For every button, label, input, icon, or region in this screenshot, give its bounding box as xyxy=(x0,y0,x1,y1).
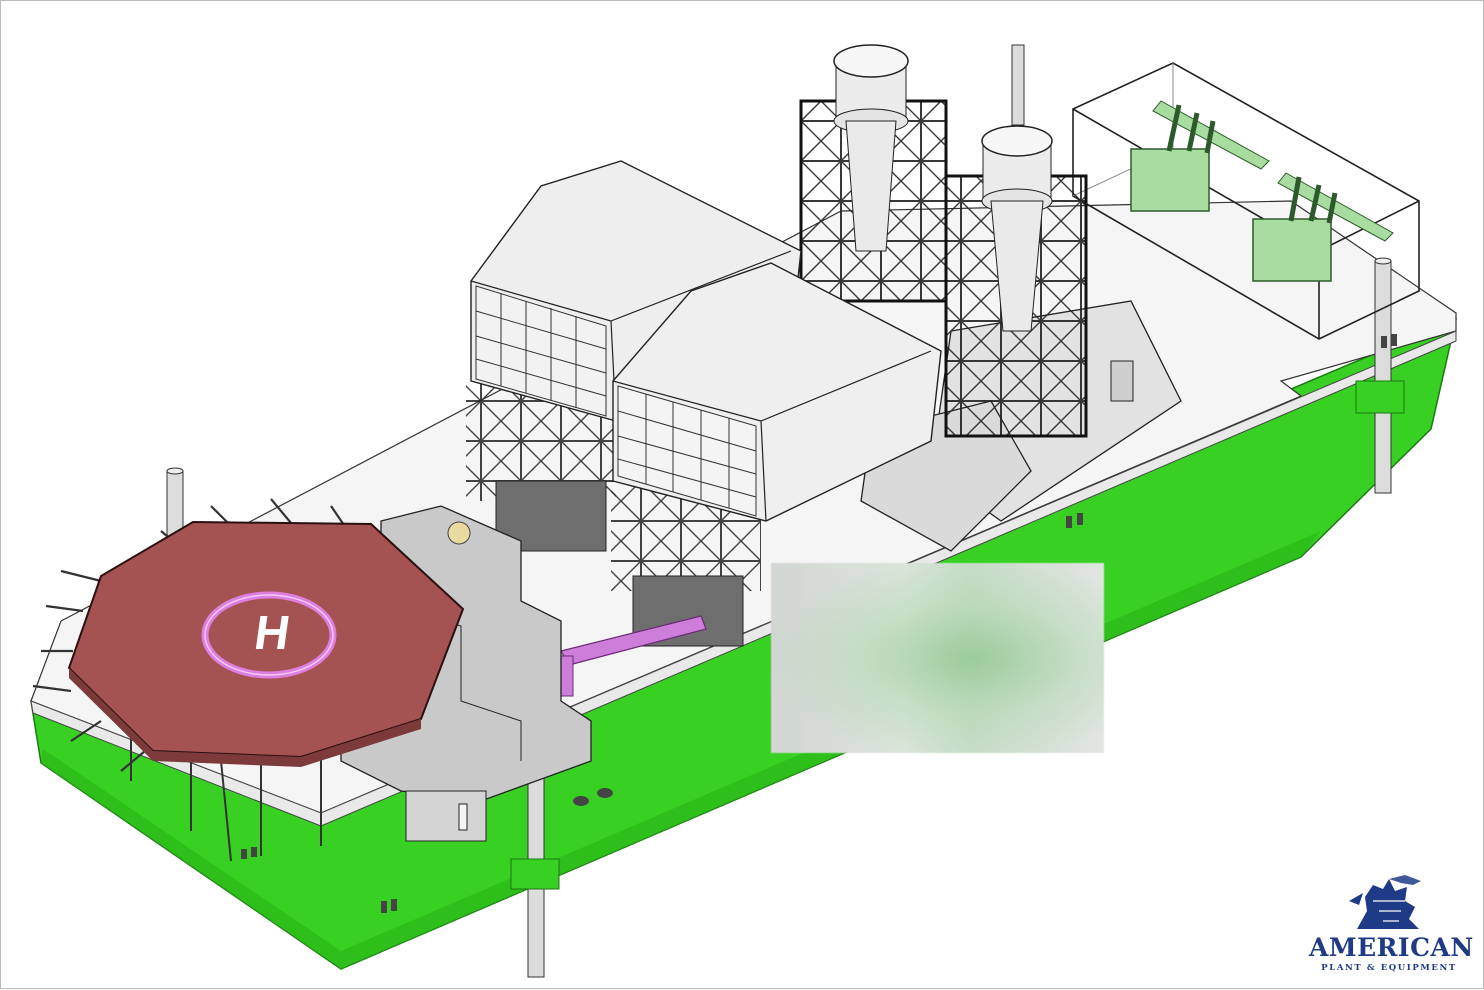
redacted-area xyxy=(771,563,1104,753)
logo-wordmark: AMERICAN xyxy=(1309,933,1474,962)
helideck: H xyxy=(32,498,465,862)
spud-pile-right xyxy=(1355,257,1405,494)
transformer-2 xyxy=(1252,172,1394,282)
helipad-marking: H xyxy=(251,606,293,660)
deck-bollards xyxy=(241,334,1397,913)
company-logo: AMERICAN PLANT & EQUIPMENT xyxy=(1309,871,1474,981)
griffin-icon xyxy=(1349,875,1421,929)
vent-pipe xyxy=(1011,44,1025,126)
exhaust-stack-tower-2 xyxy=(944,125,1088,438)
transformer-1 xyxy=(1130,100,1270,212)
exhaust-stack-tower-1 xyxy=(799,44,948,303)
logo-tagline: PLANT & EQUIPMENT xyxy=(1321,963,1457,973)
